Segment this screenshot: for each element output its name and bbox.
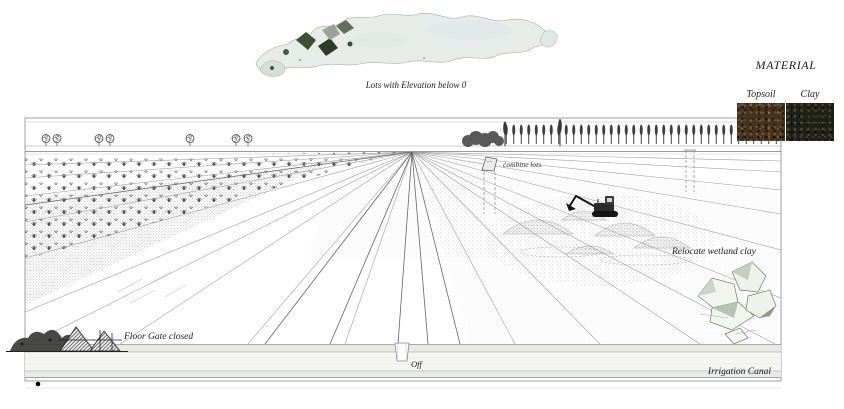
irrigation-canal-label: Irrigation Canal (707, 367, 771, 377)
tree-row (41, 119, 780, 147)
gate-off-label: Off (411, 359, 422, 369)
material-heading: MATERIAL (755, 58, 817, 72)
off-gate-icon (394, 342, 410, 362)
topsoil-swatch (737, 103, 785, 141)
excavator-icon (566, 194, 618, 217)
clay-swatch (786, 103, 834, 141)
map-caption: Lots with Elevation below 0 (365, 80, 467, 90)
elevation-map-overview (255, 12, 558, 77)
floor-gate-label: Floor Gate closed (124, 332, 194, 342)
combine-lots-markers (481, 149, 696, 214)
topsoil-label: Topsoil (746, 89, 776, 100)
relocate-clay-label: Relocate wetland clay (672, 247, 756, 257)
corner-marker-dot (35, 381, 41, 387)
floor-gate-structure (6, 326, 128, 352)
combine-lots-label: combine lots (503, 160, 542, 169)
perspective-lines (24, 151, 782, 345)
clay-label: Clay (800, 89, 820, 100)
clay-mounds (502, 210, 691, 266)
clay-crystals (697, 261, 777, 345)
